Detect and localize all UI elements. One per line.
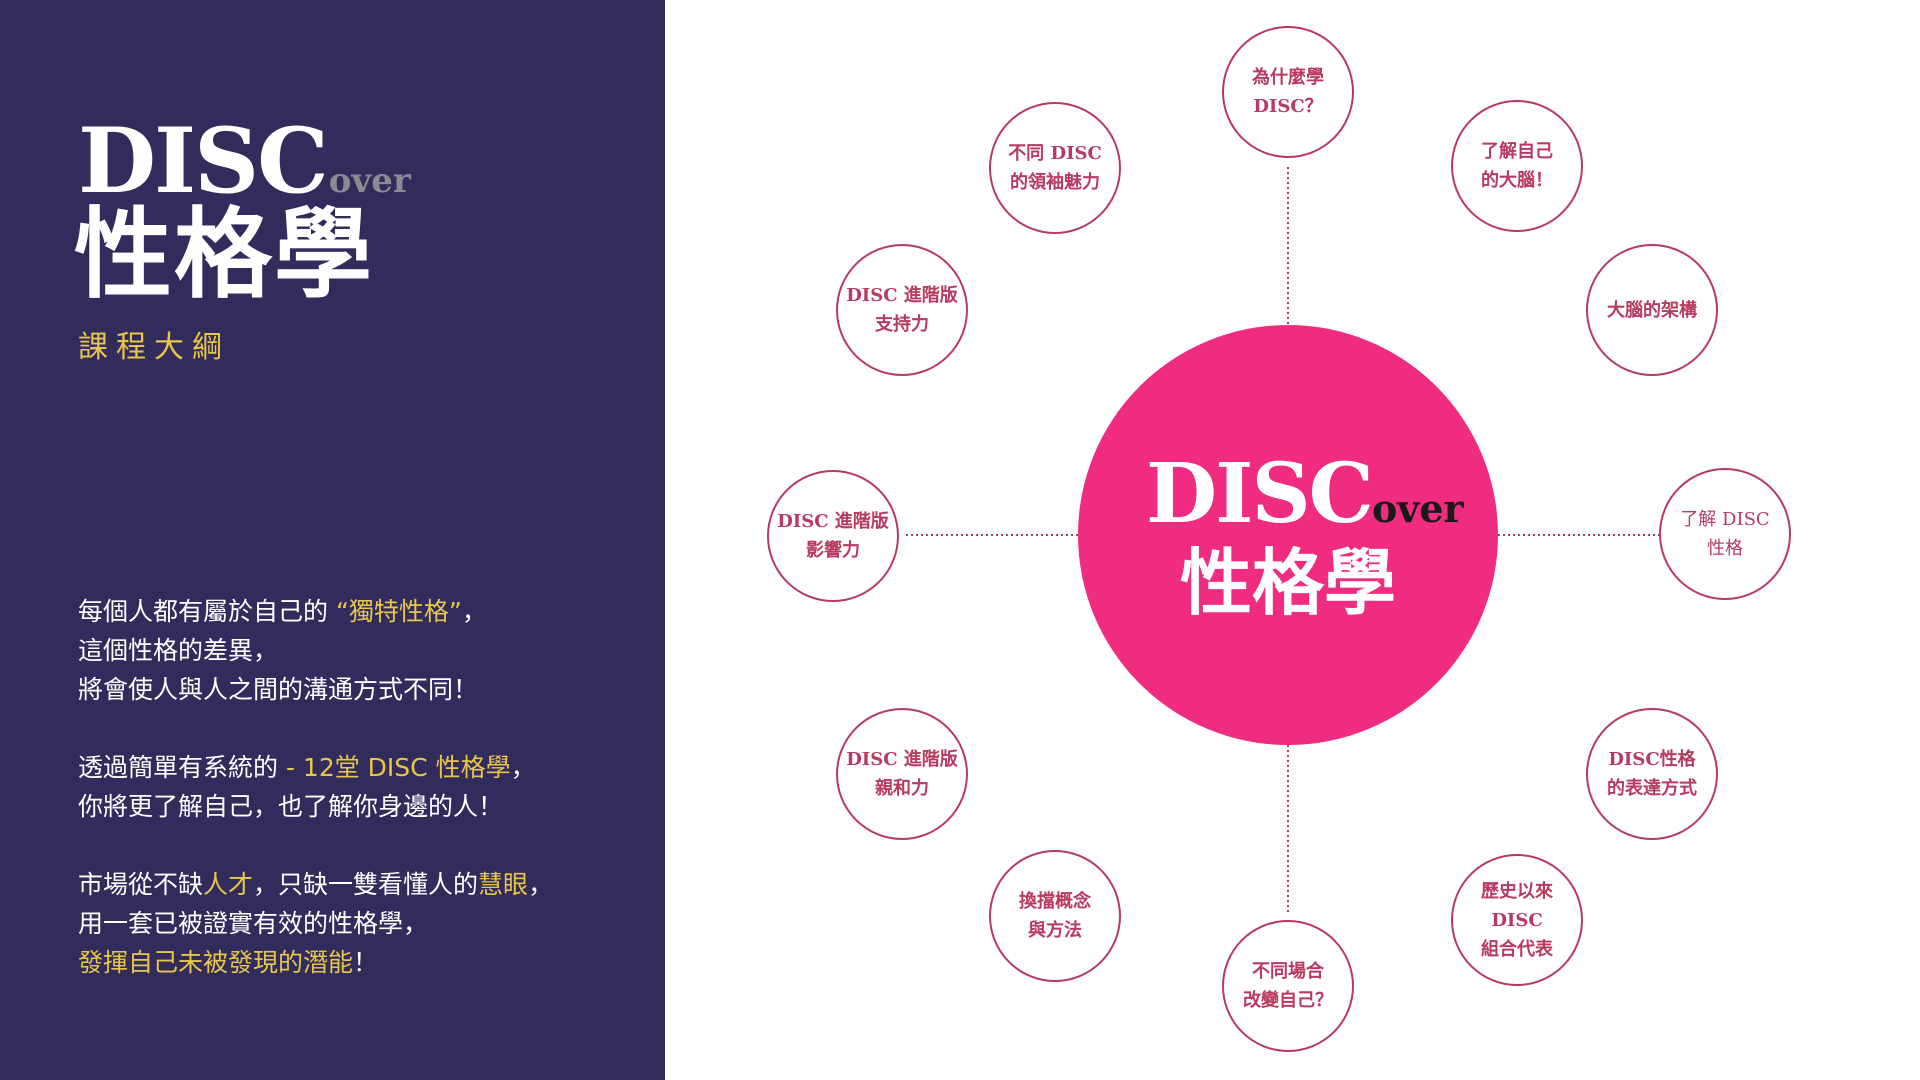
logo-over-text: over (328, 161, 411, 201)
node-label: 換擋概念 與方法 (1019, 891, 1091, 941)
course-subtitle: 課程大綱 (78, 330, 230, 365)
node-label: DISC 進階版 親和力 (846, 749, 958, 799)
hub-title: 性格學 (1179, 541, 1396, 625)
intro-p3-highlight-potential: 發揮自己未被發現的潛能 (78, 948, 354, 977)
intro-p1-line1-c: ， (461, 597, 487, 626)
intro-p1-line1-a: 每個人都有屬於自己的 (78, 597, 336, 626)
hub-over-text: over (1371, 486, 1464, 531)
hub-circle: DISCover 性格學 (1078, 325, 1498, 745)
node-leadership: 不同 DISC 的領袖魅力 (989, 102, 1121, 234)
course-diagram: DISCover 性格學 為什麼學 DISC？ 了解自己 的大腦！ 大腦的架構 … (665, 0, 1920, 1080)
intro-p3-line2: 用一套已被證實有效的性格學， (78, 909, 429, 938)
intro-p2-line1-a: 透過簡單有系統的 (78, 753, 286, 782)
node-label: DISC性格 的表達方式 (1607, 749, 1697, 799)
hub-logo: DISCover (1146, 453, 1464, 535)
intro-paragraph-1: 每個人都有屬於自己的 “獨特性格”， 這個性格的差異， 將會使人與人之間的溝通方… (78, 592, 553, 709)
connector-lines (906, 167, 1666, 913)
intro-p1-line3: 將會使人與人之間的溝通方式不同！ (78, 675, 479, 704)
node-disc-expression: DISC性格 的表達方式 (1586, 708, 1718, 840)
node-label: 為什麼學 DISC？ (1252, 67, 1324, 117)
node-label: 了解 DISC 性格 (1680, 509, 1770, 559)
logo-disc-text: DISC (78, 108, 329, 214)
intro-p3-line3-b: ！ (353, 948, 379, 977)
node-label: 大腦的架構 (1607, 299, 1697, 321)
node-label: 了解自己 的大腦！ (1481, 141, 1553, 191)
intro-p2-highlight: - 12堂 DISC 性格學 (285, 753, 511, 782)
node-affinity: DISC 進階版 親和力 (836, 708, 968, 840)
node-know-brain: 了解自己 的大腦！ (1451, 100, 1583, 232)
node-change-self: 不同場合 改變自己？ (1222, 920, 1354, 1052)
intro-text: 每個人都有屬於自己的 “獨特性格”， 這個性格的差異， 將會使人與人之間的溝通方… (78, 592, 553, 1021)
intro-p1-highlight: “獨特性格” (335, 597, 462, 626)
intro-p3-highlight-insight: 慧眼 (478, 870, 529, 899)
node-influence: DISC 進階版 影響力 (767, 470, 899, 602)
intro-p3-line1-a: 市場從不缺 (78, 870, 204, 899)
intro-p3-highlight-talent: 人才 (203, 870, 254, 899)
hub-disc-text: DISC (1146, 446, 1374, 542)
intro-p3-line1-c: ，只缺一雙看懂人的 (253, 870, 479, 899)
node-label: 歷史以來 DISC 組合代表 (1481, 880, 1553, 960)
node-concept-method: 換擋概念 與方法 (989, 850, 1121, 982)
node-know-disc: 了解 DISC 性格 (1659, 468, 1791, 600)
intro-paragraph-3: 市場從不缺人才，只缺一雙看懂人的慧眼， 用一套已被證實有效的性格學， 發揮自己未… (78, 865, 553, 982)
node-label: 不同場合 改變自己？ (1243, 961, 1333, 1011)
node-history-combos: 歷史以來 DISC 組合代表 (1451, 854, 1583, 986)
left-panel: DISCover 性格學 課程大綱 每個人都有屬於自己的 “獨特性格”， 這個性… (0, 0, 665, 1080)
intro-p3-line1-e: ， (528, 870, 554, 899)
node-brain-structure: 大腦的架構 (1586, 244, 1718, 376)
intro-paragraph-2: 透過簡單有系統的 - 12堂 DISC 性格學， 你將更了解自己，也了解你身邊的… (78, 748, 553, 826)
logo: DISCover (78, 116, 411, 206)
node-label: DISC 進階版 影響力 (777, 511, 889, 561)
node-why-disc: 為什麼學 DISC？ (1222, 26, 1354, 158)
logo-title: 性格學 (74, 198, 375, 312)
intro-p2-line1-c: ， (510, 753, 536, 782)
node-label: 不同 DISC 的領袖魅力 (1008, 143, 1102, 193)
intro-p2-line2: 你將更了解自己，也了解你身邊的人！ (78, 792, 504, 821)
node-support: DISC 進階版 支持力 (836, 244, 968, 376)
node-label: DISC 進階版 支持力 (846, 285, 958, 335)
intro-p1-line2: 這個性格的差異， (78, 636, 279, 665)
